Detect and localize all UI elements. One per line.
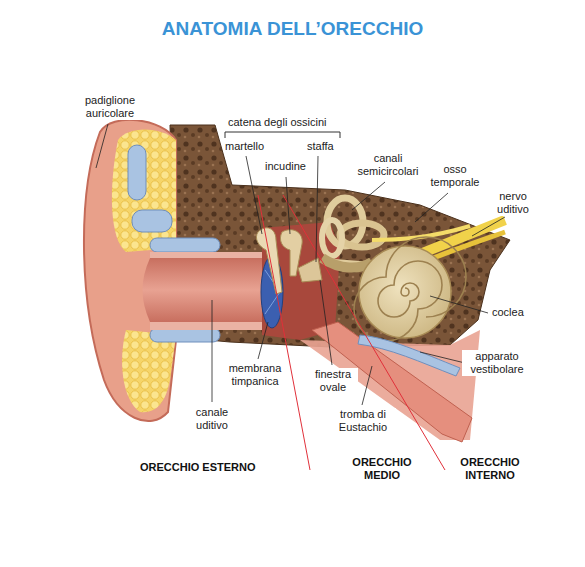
part-label: canale uditivo bbox=[187, 406, 237, 432]
part-label: catena degli ossicini bbox=[228, 116, 326, 129]
region-label: ORECCHIO INTERNO bbox=[455, 456, 525, 482]
region-label: ORECCHIO MEDIO bbox=[347, 456, 417, 482]
diagram-title: ANATOMIA DELL’ORECCHIO bbox=[0, 18, 585, 40]
part-label: incudine bbox=[265, 160, 306, 173]
part-label: nervo uditivo bbox=[488, 190, 538, 216]
part-label: finestra ovale bbox=[308, 368, 358, 394]
part-label: apparato vestibolare bbox=[462, 350, 532, 376]
part-label: staffa bbox=[307, 140, 334, 153]
part-label: osso temporale bbox=[425, 163, 485, 189]
part-label: padiglione auricolare bbox=[70, 94, 150, 120]
part-label: canali semicircolari bbox=[352, 152, 424, 178]
part-label: membrana timpanica bbox=[222, 362, 288, 388]
part-label: martello bbox=[225, 140, 264, 153]
region-label: ORECCHIO ESTERNO bbox=[140, 461, 256, 474]
part-label: coclea bbox=[492, 306, 524, 319]
part-label: tromba di Eustachio bbox=[330, 408, 396, 434]
